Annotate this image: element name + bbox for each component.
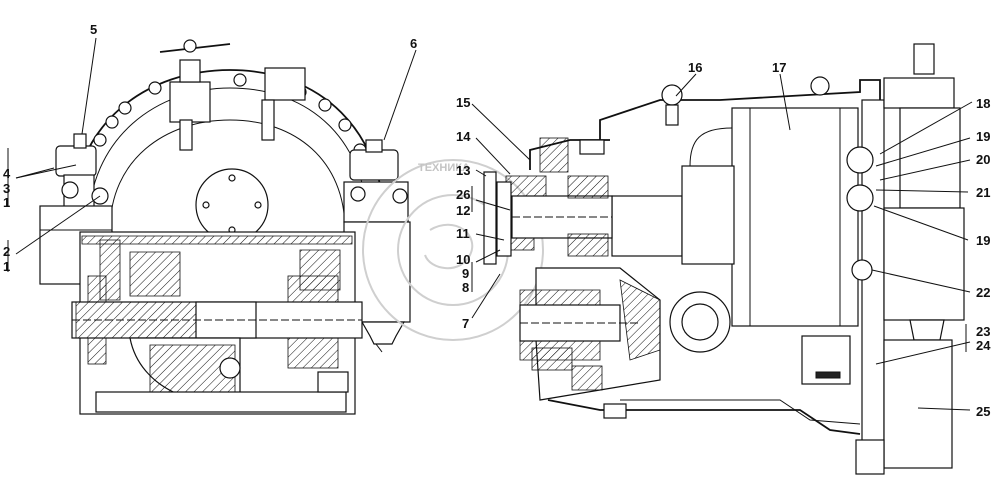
right-section-view xyxy=(483,43,965,475)
callout-20: 20 xyxy=(976,152,990,167)
callout-labels: 5 4 3 1 2 1 6 15 14 13 26 12 11 10 9 8 7… xyxy=(3,22,991,419)
callout-16: 16 xyxy=(688,60,702,75)
callout-10: 10 xyxy=(456,252,470,267)
watermark: ТЕХНИКА xyxy=(362,159,544,341)
callout-23: 23 xyxy=(976,324,990,339)
callout-24: 24 xyxy=(976,338,991,353)
callout-19-top: 19 xyxy=(976,129,990,144)
callout-17: 17 xyxy=(772,60,786,75)
callout-1-top: 1 xyxy=(3,195,10,210)
callout-18: 18 xyxy=(976,96,990,111)
flange-bolts xyxy=(93,73,367,157)
callout-12: 12 xyxy=(456,203,470,218)
callout-19-bottom: 19 xyxy=(976,233,990,248)
callout-26: 26 xyxy=(456,187,470,202)
callout-3: 3 xyxy=(3,181,10,196)
callout-7: 7 xyxy=(462,316,469,331)
callout-13: 13 xyxy=(456,163,470,178)
callout-6: 6 xyxy=(410,36,417,51)
callout-9: 9 xyxy=(462,266,469,281)
callout-14: 14 xyxy=(456,129,471,144)
callout-15: 15 xyxy=(456,95,470,110)
callout-8: 8 xyxy=(462,280,469,295)
callout-4: 4 xyxy=(3,166,11,181)
left-end-view xyxy=(39,39,411,415)
watermark-text: ТЕХНИКА xyxy=(418,162,470,174)
callout-2: 2 xyxy=(3,244,10,259)
callout-5: 5 xyxy=(90,22,97,37)
callout-11: 11 xyxy=(456,226,470,241)
callout-21: 21 xyxy=(976,185,990,200)
callout-1-bottom: 1 xyxy=(3,259,10,274)
callout-25: 25 xyxy=(976,404,990,419)
callout-22: 22 xyxy=(976,285,990,300)
leader-lines xyxy=(7,37,973,411)
